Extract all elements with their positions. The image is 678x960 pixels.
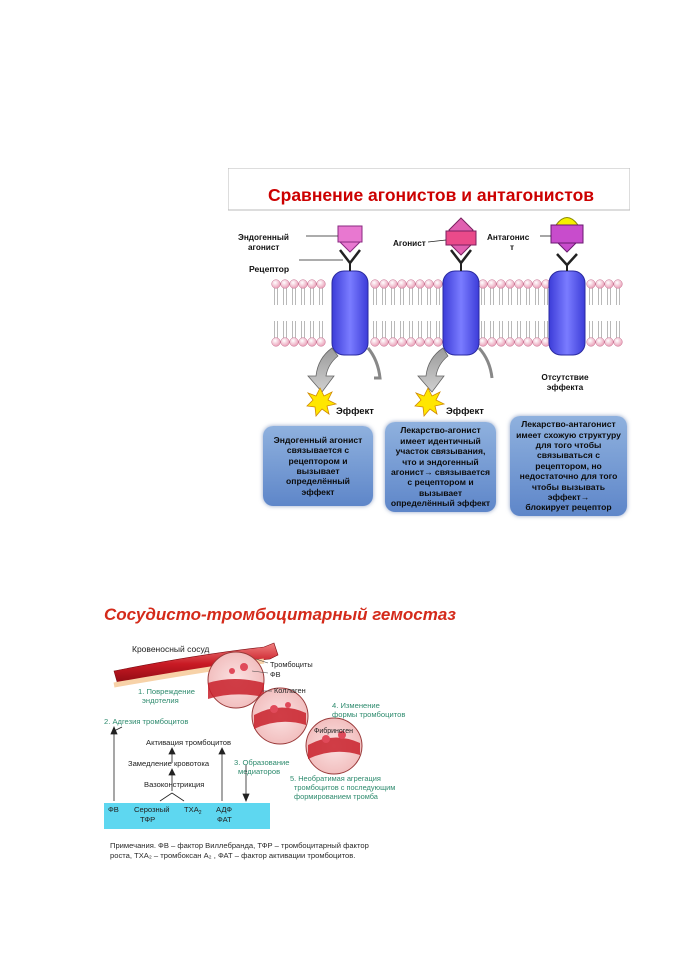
caption-line-1: Примечания. ФВ – фактор Виллебранда, ТФР… <box>110 841 369 850</box>
label-endogenous-agonist-1: Эндогенный <box>238 233 289 242</box>
info-box-endogenous: Эндогенный агонист связывается с рецепто… <box>263 426 373 506</box>
figure1-title: Сравнение агонистов и антагонистов <box>268 185 594 205</box>
hemostasis-figure: Сосудисто-тромбоцитарный гемостаз Кровен… <box>104 605 456 870</box>
box1-line: определённый <box>286 476 350 487</box>
caption-line-2: роста, ТХА₂ – тромбоксан А₂ , ФАТ – факт… <box>110 851 356 860</box>
label-endogenous-agonist-2: агонист <box>248 243 279 252</box>
step-5-line1: 5. Необратимая агрегация <box>290 774 381 783</box>
box2-line: участок связывания, <box>395 446 486 457</box>
bar-fat: ФАТ <box>217 815 232 824</box>
box2-line: вызывает <box>418 487 463 498</box>
box1-line: эффект <box>301 486 335 497</box>
box3-line: связываться с <box>537 450 600 461</box>
step-5-line2: тромбоцитов с последующим <box>294 783 395 792</box>
label-receptor: Рецептор <box>249 264 289 274</box>
effect-star-2 <box>414 387 446 417</box>
bar-txa: ТХА2 <box>184 805 202 816</box>
bar-fv: ФВ <box>108 805 119 814</box>
box2-line: имеет идентичный <box>400 435 481 446</box>
box1-line: связывается с <box>286 445 350 456</box>
box2-line: агонист→ связывается <box>390 467 491 477</box>
figure2-title: Сосудисто-тромбоцитарный гемостаз <box>104 605 456 624</box>
info-box-antagonist: Лекарство-антагонист имеет схожую структ… <box>510 416 627 516</box>
label-no-effect-2: эффекта <box>547 382 584 392</box>
box3-line: для того чтобы <box>535 439 602 450</box>
step-5-line3: формированием тромба <box>294 792 379 801</box>
box3-line: рецептором, но <box>535 460 602 471</box>
box3-line: блокирует рецептор <box>525 502 612 513</box>
binding-site-3 <box>556 253 578 267</box>
label-agonist: Агонист <box>393 239 426 248</box>
label-slowing: Замедление кровотока <box>128 759 210 768</box>
box1-line: рецептором и <box>288 455 348 466</box>
box1-line: Эндогенный агонист <box>273 434 363 445</box>
figure2-caption: Примечания. ФВ – фактор Виллебранда, ТФР… <box>110 841 436 861</box>
antagonist-ligand <box>550 217 584 253</box>
label-vwf: ФВ <box>270 670 281 679</box>
box3-line: чтобы вызывать эффект→ <box>531 481 606 503</box>
flow-arrows <box>110 725 250 803</box>
agonist-antagonist-figure: Сравнение агонистов и антагонистов <box>227 167 631 523</box>
box2-line: Лекарство-агонист <box>400 425 481 436</box>
effect-arrow-1 <box>307 347 339 393</box>
label-effect-1: Эффект <box>336 406 374 417</box>
label-vasoconstriction: Вазоконстрикция <box>144 780 204 789</box>
label-antagonist-2: т <box>510 243 514 252</box>
receptor-2 <box>442 270 480 356</box>
effect-star-1 <box>306 387 338 417</box>
label-effect-2: Эффект <box>446 406 484 417</box>
receptor-diagram: Сравнение агонистов и антагонистов <box>227 167 631 417</box>
bar-adp: АДФ <box>216 805 232 814</box>
label-antagonist-1: Антагонис <box>487 233 530 242</box>
step-3-line1: 3. Образование <box>234 758 290 767</box>
step-4-line1: 4. Изменение <box>332 701 380 710</box>
bar-serotonin-2: ТФР <box>140 815 155 824</box>
agonist-ligand <box>445 217 477 256</box>
label-no-effect-1: Отсутствие <box>541 372 589 382</box>
step-4-line2: формы тромбоцитов <box>332 710 405 719</box>
label-platelets: Тромбоциты <box>270 660 313 669</box>
cell-membrane <box>271 279 623 347</box>
receptor-1 <box>331 270 369 356</box>
hemostasis-diagram: Кровеносный сосуд Тромбоциты ФВ Коллаген… <box>104 642 405 829</box>
label-vessel: Кровеносный сосуд <box>132 644 209 654</box>
step-1-line2: эндотелия <box>142 696 179 705</box>
box3-line: недостаточно для того <box>519 471 618 482</box>
box2-line: что и эндогенный <box>402 456 479 467</box>
label-collagen: Коллаген <box>274 686 306 695</box>
box3-line: Лекарство-антагонист <box>521 419 616 430</box>
box3-line: имеет схожую структуру <box>516 429 621 440</box>
label-fibrinogen: Фибриноген <box>314 727 353 735</box>
step-1-line1: 1. Повреждение <box>138 687 195 696</box>
box1-line: вызывает <box>296 466 340 476</box>
box2-line: определённый эффект <box>390 498 491 509</box>
step-2: 2. Адгезия тромбоцитов <box>104 717 188 726</box>
label-activation: Активация тромбоцитов <box>146 738 231 747</box>
mediator-bar <box>104 803 270 829</box>
effect-arrow-2 <box>417 347 449 393</box>
bar-serotonin-1: Серозный <box>134 805 169 814</box>
info-box-agonist: Лекарство-агонист имеет идентичный участ… <box>385 422 496 512</box>
box2-line: с рецептором и <box>407 477 474 488</box>
endogenous-agonist-ligand <box>337 225 363 253</box>
step-3-line2: медиаторов <box>238 767 280 776</box>
receptor-3 <box>548 270 586 356</box>
title-band <box>227 167 631 211</box>
